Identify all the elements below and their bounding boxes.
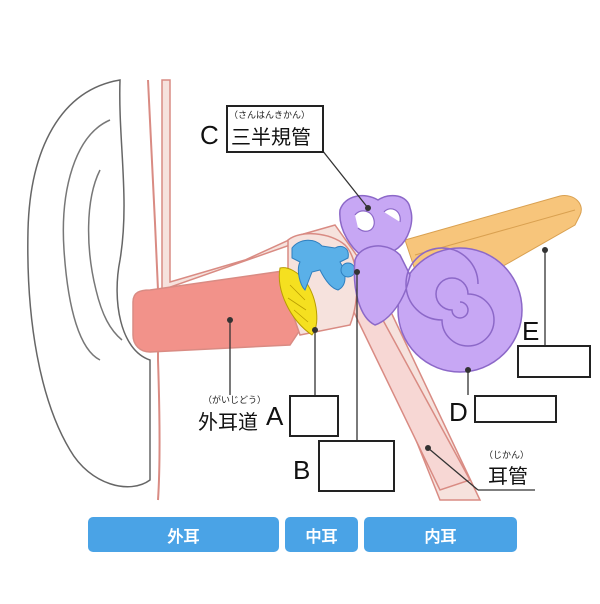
region-inner-ear: 内耳 — [364, 517, 517, 552]
label-c-term: 三半規管 — [231, 125, 311, 149]
dot-d — [465, 367, 471, 373]
canal-loop — [354, 210, 375, 232]
canal-loop-2 — [383, 208, 401, 223]
auricle — [27, 79, 151, 488]
ossicles — [291, 239, 349, 291]
dot-b — [354, 269, 360, 275]
label-letter-d: D — [449, 397, 468, 427]
label-letter-e: E — [522, 316, 540, 346]
label-letter-b: B — [293, 455, 311, 485]
eardrum-lines — [287, 284, 309, 323]
dot-tube — [425, 445, 431, 451]
label-box-c — [226, 105, 324, 153]
answer-box-b[interactable] — [318, 440, 395, 492]
stapes — [340, 262, 356, 278]
leader-tube — [427, 447, 479, 491]
label-c-reading: （さんはんきかん） — [229, 111, 311, 121]
ear-canal-reading: （がいじどう） — [203, 396, 267, 406]
auricle-inner-fold-2 — [87, 169, 123, 341]
dot-ear-canal — [227, 317, 233, 323]
eustachian-tube-reading: （じかん） — [484, 451, 530, 461]
vestibule — [353, 245, 411, 326]
dot-a — [312, 327, 318, 333]
region-middle-ear: 中耳 — [285, 517, 358, 552]
label-letter-a: A — [266, 401, 284, 431]
label-letter-c: C — [200, 120, 219, 150]
leader-c — [321, 149, 369, 209]
ear-canal-term: 外耳道 — [198, 410, 258, 434]
eustachian-tube-term: 耳管 — [488, 464, 528, 488]
answer-box-d[interactable] — [474, 395, 557, 423]
dot-e — [542, 247, 548, 253]
cochlea — [397, 247, 523, 373]
cochlea-spiral — [405, 247, 495, 347]
answer-box-e[interactable] — [517, 345, 591, 378]
dot-c — [365, 205, 371, 211]
leader-lines — [227, 149, 548, 491]
answer-box-a[interactable] — [289, 395, 339, 437]
region-outer-ear: 外耳 — [88, 517, 279, 552]
auricle-inner-fold — [62, 119, 111, 361]
